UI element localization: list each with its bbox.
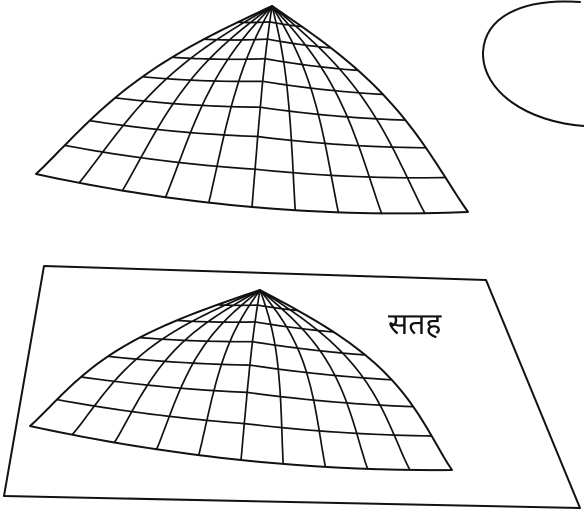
grid-meridian [199,290,260,455]
grid-parallel [81,377,413,407]
dome-upper-outline [36,6,468,213]
dome-upper [36,6,468,213]
grid-meridian [272,6,295,210]
surface-plane-group: सतह [4,266,580,508]
grid-meridian [79,6,272,183]
grid-meridian [122,6,272,191]
grid-meridian [114,290,260,443]
grid-meridian [272,6,425,213]
grid-meridian [209,6,272,203]
dome-upper-grid [65,6,446,213]
grid-meridian [260,290,325,467]
surface-plane [4,266,580,508]
grid-meridian [272,6,338,212]
partial-ellipse-shape [483,1,584,126]
surface-label: सतह [388,307,442,342]
grid-meridian [260,290,368,469]
